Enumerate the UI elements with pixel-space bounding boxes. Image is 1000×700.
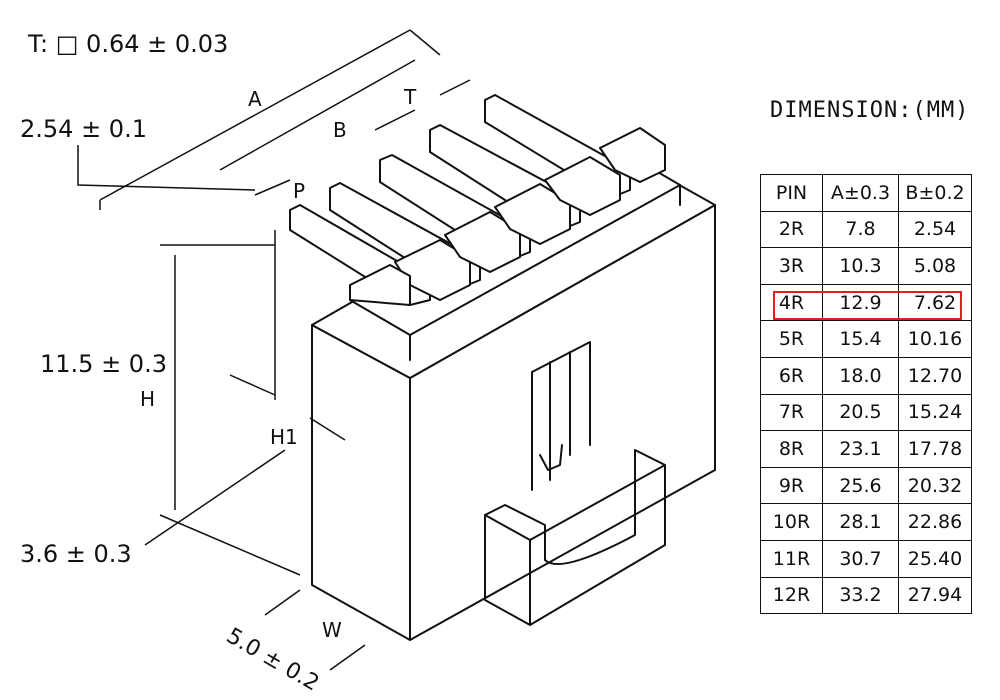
cell-a: 7.8 [822,210,899,249]
cell-pin: 3R [760,247,823,285]
cell-pin: 12R [760,576,823,615]
leader-pitch [77,145,256,191]
tolerance-note: T: □ 0.64 ± 0.03 [27,30,228,58]
cell-a: 23.1 [822,430,899,468]
label-p: P [293,179,305,203]
label-t: T [403,85,417,109]
cell-a: 10.3 [822,247,899,285]
cell-pin: 7R [760,393,823,432]
housing-front-face [311,324,411,641]
cell-b: 12.70 [898,356,972,395]
cell-pin: 5R [760,320,823,358]
label-w: W [322,618,342,642]
cell-pin: 10R [760,503,823,541]
cell-b: 20.32 [898,466,972,505]
cell-pin: 6R [760,356,823,395]
label-h1: H1 [270,425,298,449]
dim-line-p [254,179,291,196]
cell-b: 5.08 [898,247,972,285]
dim-line-w [264,589,366,671]
latch [484,449,666,626]
cell-a: 30.7 [822,539,899,578]
header-a: A±0.3 [822,174,899,212]
cell-pin: 8R [760,430,823,468]
dim-line-b [219,59,416,171]
cell-a: 25.6 [822,466,899,505]
cell-b: 25.40 [898,539,972,578]
cell-a: 20.5 [822,393,899,432]
dim-line-t [374,79,471,131]
dim-line-h1 [229,230,346,441]
label-a: A [248,87,262,111]
table-title: DIMENSION:(MM) [770,98,970,123]
leader-h1 [144,449,286,546]
label-h: H [140,387,155,411]
cell-b: 27.94 [898,576,972,615]
cell-pin: 11R [760,539,823,578]
dim-height: 11.5 ± 0.3 [40,350,167,378]
dim-line-a [99,29,411,201]
dim-width: 5.0 ± 0.2 [222,624,323,697]
cell-pin: 9R [760,466,823,505]
cell-a: 33.2 [822,576,899,615]
side-slot [531,341,591,491]
label-b: B [333,118,347,142]
cell-b: 15.24 [898,393,972,432]
cell-a: 15.4 [822,320,899,358]
cell-a: 18.0 [822,356,899,395]
cell-b: 2.54 [898,210,972,249]
dim-h1: 3.6 ± 0.3 [20,540,132,568]
pins [289,94,666,306]
cell-pin: 2R [760,210,823,249]
cell-b: 7.62 [898,283,972,322]
cell-b: 10.16 [898,320,972,358]
cell-a: 28.1 [822,503,899,541]
cell-b: 22.86 [898,503,972,541]
header-b: B±0.2 [898,174,972,212]
table-header-row: PIN A±0.3 B±0.2 [760,174,972,212]
header-pin: PIN [760,174,823,212]
cell-b: 17.78 [898,430,972,468]
cell-a: 12.9 [822,283,899,322]
dim-line-h [159,244,301,576]
dim-pitch: 2.54 ± 0.1 [20,115,147,143]
cell-pin: 4R [760,283,823,322]
